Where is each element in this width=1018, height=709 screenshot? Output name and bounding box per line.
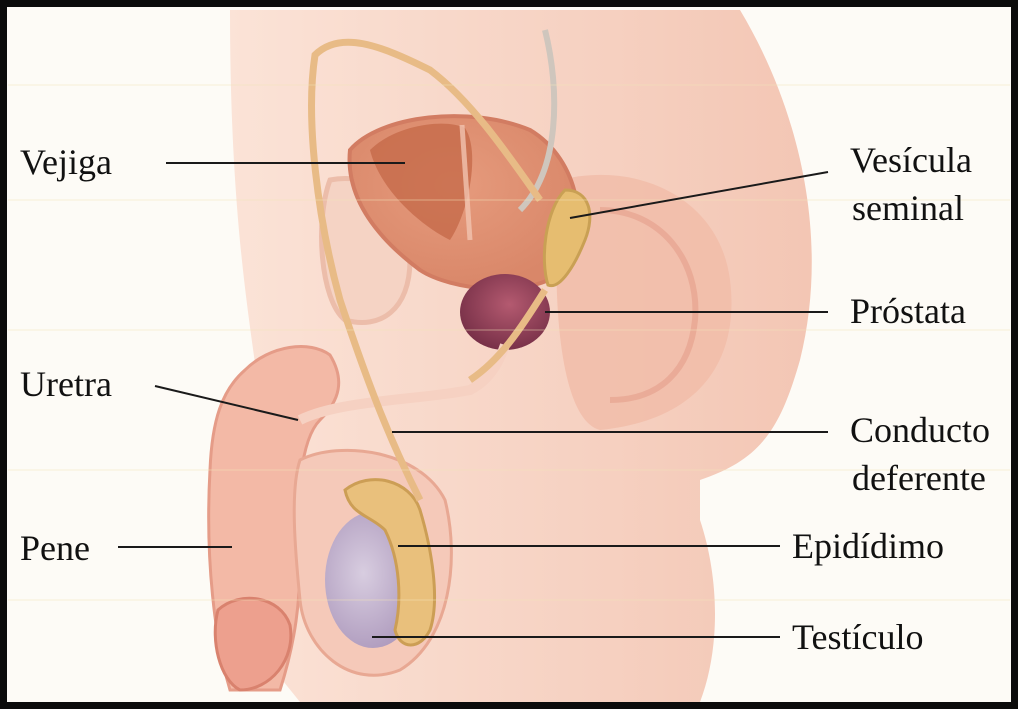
anatomy-illustration: Vejiga Vesícula seminal Próstata Uretra … xyxy=(7,7,1011,702)
label-conducto-line1: Conducto xyxy=(850,410,990,450)
label-pene: Pene xyxy=(20,528,90,568)
label-uretra: Uretra xyxy=(20,364,112,404)
label-vesicula-line2: seminal xyxy=(852,188,964,228)
label-prostata: Próstata xyxy=(850,291,966,331)
label-vejiga: Vejiga xyxy=(20,142,112,182)
label-testiculo: Testículo xyxy=(792,617,923,657)
label-conducto-line2: deferente xyxy=(852,458,986,498)
prostate xyxy=(460,274,550,350)
label-vesicula-line1: Vesícula xyxy=(850,140,972,180)
label-epididimo: Epidídimo xyxy=(792,526,944,566)
